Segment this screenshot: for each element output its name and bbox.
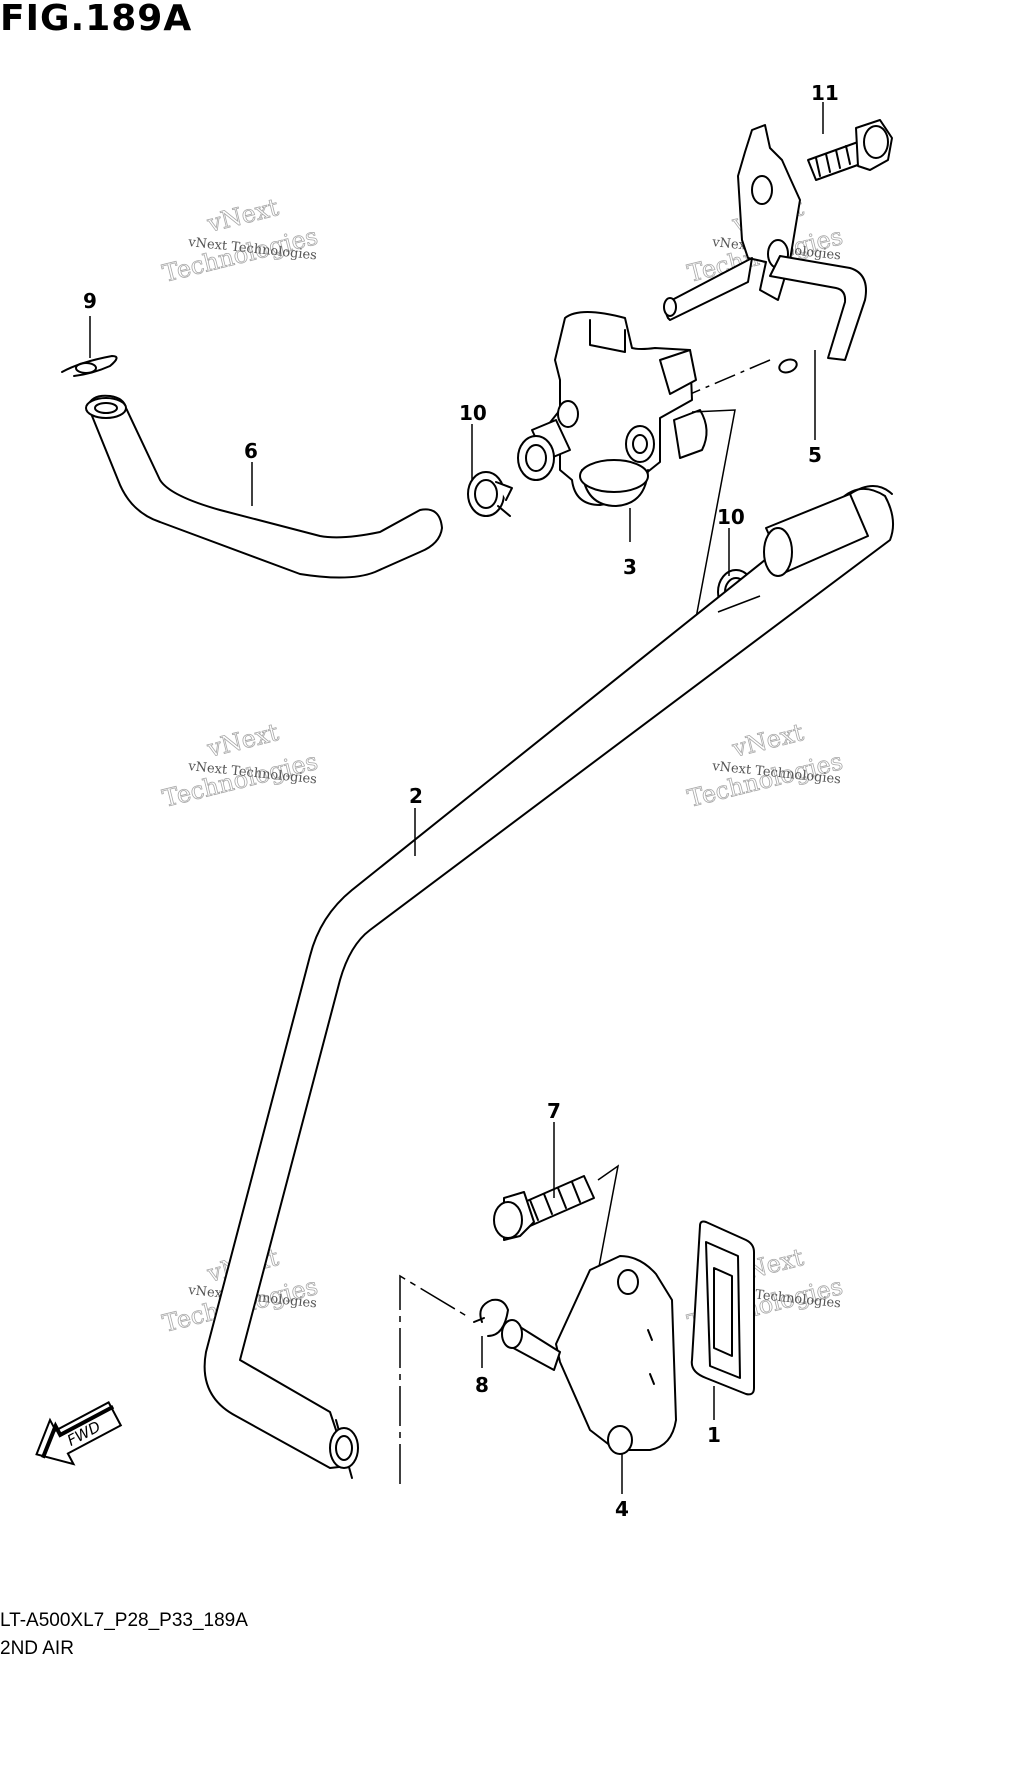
diagram-subtitle: 2ND AIR — [0, 1638, 74, 1659]
part-label-2: 2 — [409, 784, 423, 808]
part-1-gasket[interactable] — [690, 1220, 755, 1396]
part-10a-clamp[interactable] — [467, 471, 513, 517]
part-label-5: 5 — [808, 443, 822, 467]
model-code: LT-A500XL7_P28_P33_189A — [0, 1610, 248, 1631]
part-9-clip[interactable] — [61, 355, 118, 377]
part-label-11: 11 — [811, 81, 839, 105]
part-4-cover[interactable] — [501, 1255, 677, 1455]
part-label-3: 3 — [623, 555, 637, 579]
watermark-mid-right: vNext Technologies vNext Technologies — [684, 718, 846, 813]
figure-title: FIG.189A — [0, 0, 193, 39]
watermark-mid-left: vNext Technologies vNext Technologies — [159, 718, 321, 813]
part-label-7: 7 — [547, 1099, 561, 1123]
part-label-6: 6 — [244, 439, 258, 463]
part-11-bolt[interactable] — [807, 119, 893, 181]
leader-part-8-bracket — [399, 1274, 471, 1484]
watermark-big-1: vNext — [204, 718, 282, 763]
label-leaders — [89, 102, 824, 1494]
part-7-bolt[interactable] — [493, 1175, 595, 1241]
watermark-top-left: vNext Technologies vNext Technologies — [159, 193, 321, 288]
part-8-clip[interactable] — [473, 1298, 509, 1337]
part-label-1: 1 — [707, 1423, 721, 1447]
part-label-4: 4 — [615, 1497, 629, 1521]
part-label-10b: 10 — [717, 505, 745, 529]
part-label-10a: 10 — [459, 401, 487, 425]
watermark-big-1: vNext — [204, 193, 282, 238]
part-label-9: 9 — [83, 289, 97, 313]
part-5-pipe[interactable] — [663, 124, 867, 375]
part-6-hose[interactable] — [85, 394, 443, 579]
fwd-arrow-icon: FWD — [35, 1401, 123, 1466]
part-2-hose[interactable] — [203, 485, 895, 1479]
watermark-big-1: vNext — [729, 718, 807, 763]
part-label-8: 8 — [475, 1373, 489, 1397]
leader-part-7 — [597, 1164, 620, 1273]
leader-part-5 — [647, 359, 771, 413]
leader-hose-to-valve — [717, 595, 761, 613]
part-3-valve[interactable] — [517, 311, 708, 507]
